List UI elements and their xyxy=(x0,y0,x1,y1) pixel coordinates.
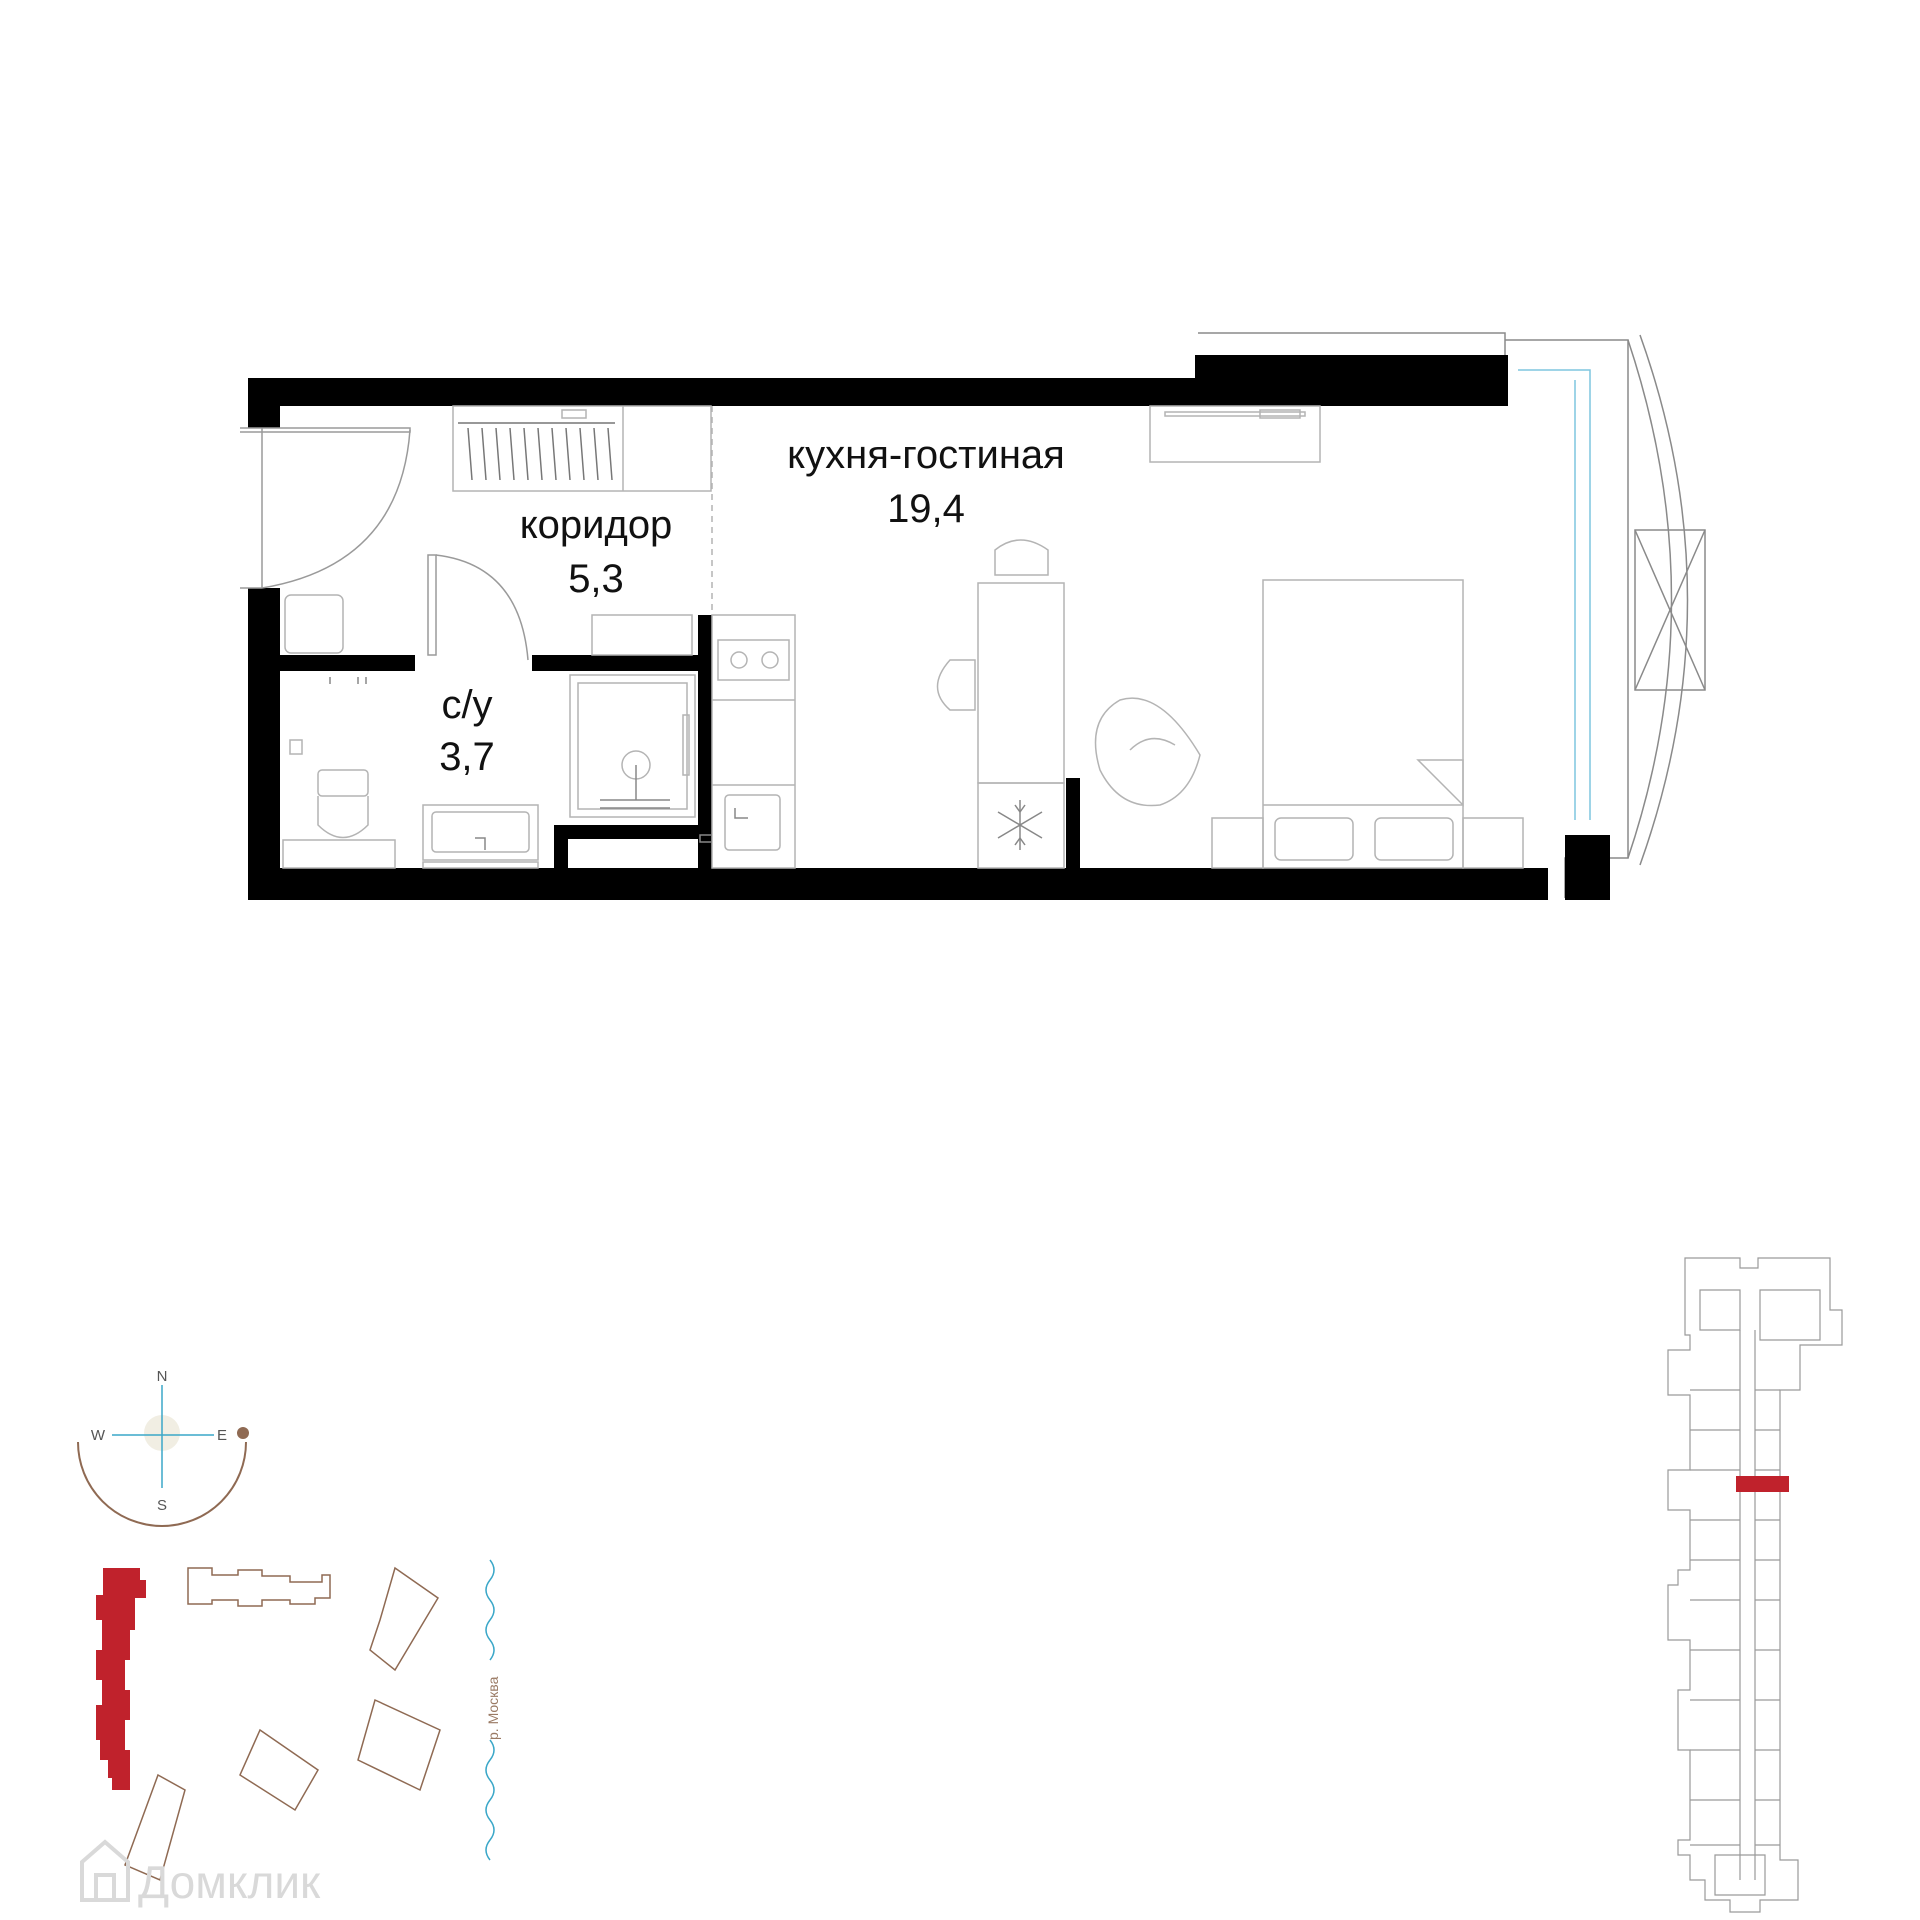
compass: N S W E xyxy=(77,1368,249,1527)
compass-arc xyxy=(77,1441,247,1527)
compass-west: W xyxy=(91,1427,106,1444)
key-plan-north-block xyxy=(1699,1289,1821,1341)
compass-east: E xyxy=(217,1427,227,1444)
house-logo-icon xyxy=(80,1839,130,1902)
wardrobe xyxy=(452,405,712,492)
room-area-living: 19,4 xyxy=(887,487,965,531)
river-line xyxy=(485,1559,495,1861)
compass-north: N xyxy=(157,1368,168,1385)
site-plan: р. Москва xyxy=(96,1559,501,1882)
sun-marker xyxy=(237,1427,249,1439)
building-south xyxy=(124,1773,186,1882)
bathroom-fixtures xyxy=(282,674,696,869)
room-name-bathroom: с/у xyxy=(441,683,492,727)
bedroom-furniture xyxy=(1094,405,1524,869)
key-plan-current-unit xyxy=(1736,1476,1789,1492)
building-ne xyxy=(369,1566,440,1672)
building-center xyxy=(239,1728,319,1812)
domclick-watermark: Домклик xyxy=(80,1839,321,1908)
room-area-bathroom: 3,7 xyxy=(439,735,495,779)
walls xyxy=(248,355,1610,900)
current-building xyxy=(96,1568,146,1790)
room-name-corridor: коридор xyxy=(520,503,673,547)
dining-set xyxy=(936,539,1065,869)
river-label: р. Москва xyxy=(485,1676,501,1740)
pouf xyxy=(284,594,344,654)
building-e xyxy=(357,1698,441,1792)
watermark-text: Домклик xyxy=(138,1856,321,1908)
key-plan-outline xyxy=(1667,1257,1843,1913)
kitchen xyxy=(699,614,796,869)
balcony xyxy=(1198,332,1706,898)
shelf xyxy=(591,614,693,656)
bathroom-door xyxy=(427,554,529,661)
floor-key-plan xyxy=(1667,1257,1843,1913)
key-plan-south-block xyxy=(1714,1854,1766,1896)
building-east xyxy=(187,1567,331,1607)
entrance-door xyxy=(240,427,411,589)
key-plan-units-west xyxy=(1690,1389,1740,1846)
room-area-corridor: 5,3 xyxy=(568,557,624,601)
compass-south: S xyxy=(157,1497,167,1514)
room-name-living: кухня-гостиная xyxy=(787,433,1065,477)
key-plan-units-east xyxy=(1755,1389,1780,1846)
apartment-plan: коридор 5,3 кухня-гостиная 19,4 с/у 3,7 xyxy=(240,332,1706,900)
